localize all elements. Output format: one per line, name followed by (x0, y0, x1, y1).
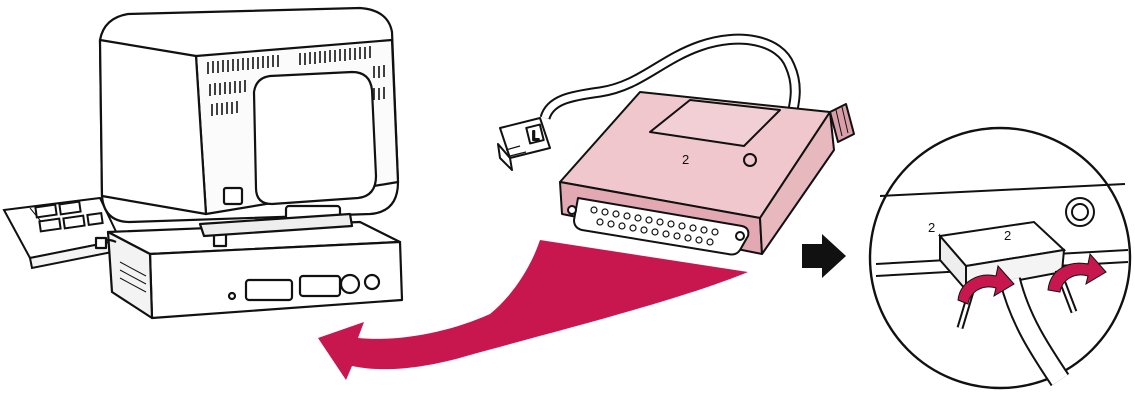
port-label-right: 2 (1004, 228, 1011, 243)
connector-tab-label: L (532, 128, 539, 143)
adapter-mark-label: 2 (682, 152, 689, 167)
right-arrow-icon (802, 234, 846, 278)
computer-icon (96, 8, 402, 318)
adapter-cable-icon: L (498, 39, 854, 254)
port-label-left: 2 (928, 220, 935, 235)
